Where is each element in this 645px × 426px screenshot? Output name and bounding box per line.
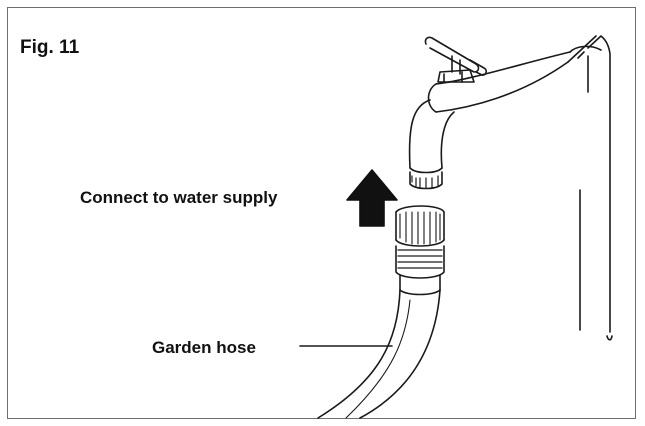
hose-connector [395, 205, 445, 296]
figure-label: Fig. 11 [20, 37, 80, 58]
water-supply-callout: Connect to water supply [80, 188, 278, 207]
supply-pipe [567, 35, 613, 341]
faucet [408, 36, 571, 190]
figure-frame [7, 7, 636, 419]
connect-arrow-icon [346, 169, 398, 227]
garden-hose [317, 289, 441, 419]
garden-hose-callout: Garden hose [152, 338, 256, 357]
